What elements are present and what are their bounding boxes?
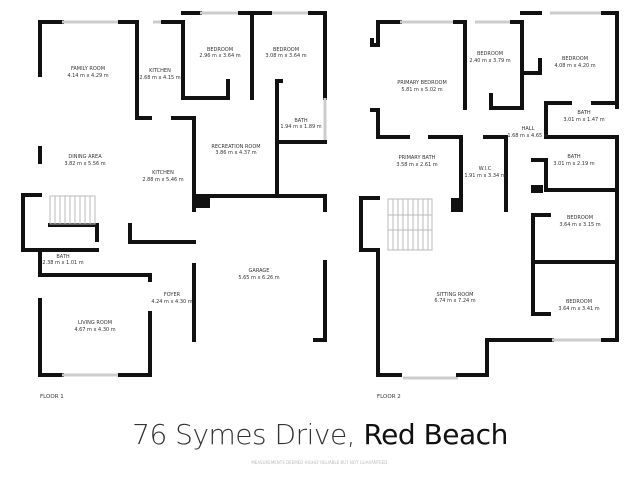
room-size: 3.58 m x 2.61 m	[396, 162, 437, 168]
suburb: Red Beach	[363, 418, 508, 451]
room-name: LIVING ROOM	[78, 320, 112, 326]
room-name: BATH	[294, 118, 308, 124]
floor-1-plan	[21, 11, 327, 377]
room-size: 5.65 m x 6.26 m	[238, 275, 279, 281]
room-size: 4.14 m x 4.29 m	[67, 73, 108, 79]
room-name: BEDROOM	[562, 56, 588, 62]
room-size: 1.91 m x 3.34 m	[464, 173, 505, 179]
room-name: BATH	[567, 154, 581, 160]
stairs-floor-2	[387, 198, 433, 251]
room-size: 2.96 m x 3.64 m	[199, 53, 240, 59]
room-size: 2.38 m x 1.01 m	[42, 260, 83, 266]
room-size: 3.64 m x 3.41 m	[558, 306, 599, 312]
room-size: 4.67 m x 4.30 m	[74, 327, 115, 333]
floor-1-label: FLOOR 1	[40, 394, 64, 400]
room-name: BATH	[56, 254, 70, 260]
room-size: 2.68 m x 4.15 m	[139, 75, 180, 81]
floor-2-plan	[359, 11, 619, 380]
room-size: 5.81 m x 5.02 m	[401, 87, 442, 93]
room-size: 2.40 m x 3.79 m	[469, 58, 510, 64]
room-size: 3.08 m x 3.64 m	[265, 53, 306, 59]
floor-2-label: FLOOR 2	[377, 394, 401, 400]
room-size: 4.24 m x 4.30 m	[151, 299, 192, 305]
property-address: 76 Symes Drive, Red Beach	[0, 418, 640, 451]
room-name: BEDROOM	[477, 51, 503, 57]
room-name: SITTING ROOM	[436, 292, 473, 298]
room-name: PRIMARY BATH	[399, 155, 436, 161]
room-size: 1.94 m x 1.89 m	[280, 124, 321, 130]
disclaimer: MEASUREMENTS DEEMED HIGHLY RELIABLE BUT …	[251, 460, 389, 465]
room-name: GARAGE	[249, 268, 270, 274]
room-name: BEDROOM	[207, 47, 233, 53]
room-name: BATH	[577, 110, 591, 116]
room-size: 2.88 m x 5.46 m	[142, 177, 183, 183]
room-size: 3.01 m x 1.47 m	[563, 117, 604, 123]
room-name: DINING AREA	[68, 154, 102, 160]
room-size: 6.74 m x 7.24 m	[434, 298, 475, 304]
room-name: RECREATION ROOM	[211, 144, 260, 150]
room-name: W.I.C	[479, 166, 492, 172]
room-name: BEDROOM	[566, 299, 592, 305]
stairs-floor-1	[49, 195, 96, 225]
room-name: BEDROOM	[567, 215, 593, 221]
room-name: KITCHEN	[149, 68, 171, 74]
room-name: PRIMARY BEDROOM	[397, 80, 447, 86]
room-size: 3.64 m x 3.15 m	[559, 222, 600, 228]
room-name: HALL	[522, 126, 535, 132]
room-size: 3.01 m x 2.19 m	[553, 161, 594, 167]
room-size: 1.68 m x 4.65 m	[507, 133, 548, 139]
room-size: 3.82 m x 5.56 m	[64, 161, 105, 167]
room-name: BEDROOM	[273, 47, 299, 53]
street-address: 76 Symes Drive,	[132, 418, 356, 451]
room-name: FAMILY ROOM	[71, 66, 105, 72]
room-size: 3.86 m x 4.37 m	[215, 150, 256, 156]
room-name: FOYER	[164, 292, 181, 298]
room-size: 4.08 m x 4.20 m	[554, 63, 595, 69]
room-name: KITCHEN	[152, 170, 174, 176]
